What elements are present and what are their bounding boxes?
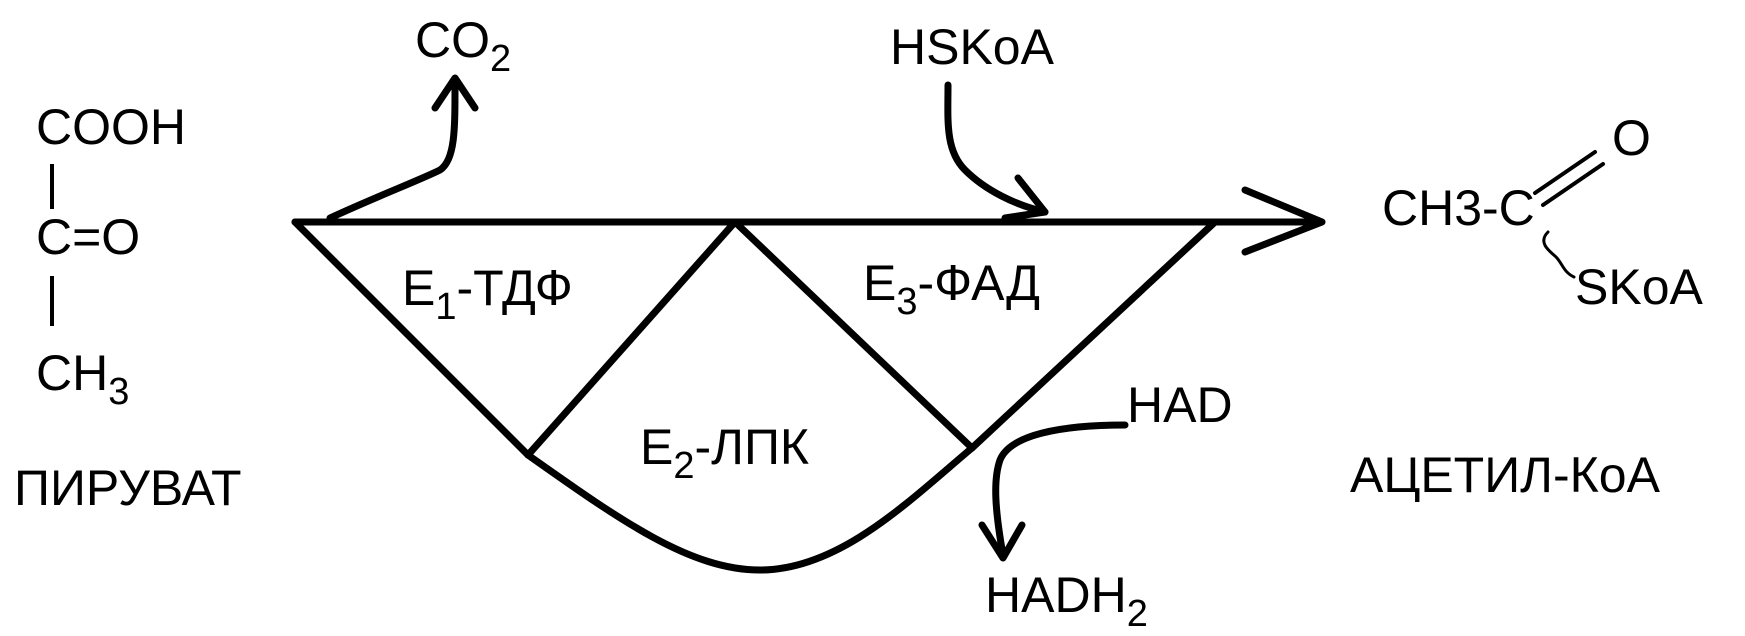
- acetyl-coa-name-label: АЦЕТИЛ-КоА: [1350, 447, 1660, 503]
- carbonyl-bond-1: [1533, 150, 1597, 195]
- e2-e3-divider: [731, 218, 976, 452]
- hskoa-label: HSKoA: [890, 19, 1054, 75]
- pyruvate-name-label: ПИРУВАТ: [14, 460, 242, 516]
- nad-label: HAD: [1127, 377, 1233, 433]
- enzyme-e1-label: E1-ТДФ: [402, 260, 573, 328]
- pyruvate-cooh-label: COOH: [36, 99, 186, 155]
- complex-bottom-arc: [524, 444, 976, 574]
- pyruvate-methyl-label: CH3: [36, 345, 130, 413]
- main-reaction-arrow-head: [1241, 186, 1326, 256]
- hskoa-entry-arrow: [944, 81, 1049, 216]
- pyruvate-keto-label: C=O: [36, 209, 141, 265]
- acetyl-ch3c-label: CH3-C: [1382, 180, 1535, 236]
- nad-to-nadh2-arrow: [992, 421, 1129, 559]
- hskoa-arrow-head: [1001, 174, 1049, 222]
- nadh2-label: HADH2: [985, 567, 1148, 635]
- co2-release-arrow: [326, 81, 459, 222]
- acetyl-skoa-label: SKoA: [1575, 259, 1703, 315]
- e1-e2-divider: [524, 218, 739, 459]
- co2-label: CO2: [415, 12, 512, 80]
- pyruvate-bond-bottom: [50, 276, 54, 326]
- thioester-bond: [1542, 230, 1576, 279]
- co2-arrow-head: [431, 74, 479, 112]
- pyruvate-bond-top: [50, 164, 54, 209]
- enzyme-e3-label: E3-ФАД: [863, 255, 1040, 323]
- enzyme-e2-label: E2-ЛПК: [640, 419, 810, 487]
- carbonyl-bond-2: [1541, 162, 1605, 207]
- complex-left-edge: [291, 218, 532, 459]
- complex-right-edge: [968, 218, 1219, 452]
- nadh2-arrow-head: [978, 521, 1026, 562]
- acetyl-oxygen-label: O: [1612, 110, 1651, 166]
